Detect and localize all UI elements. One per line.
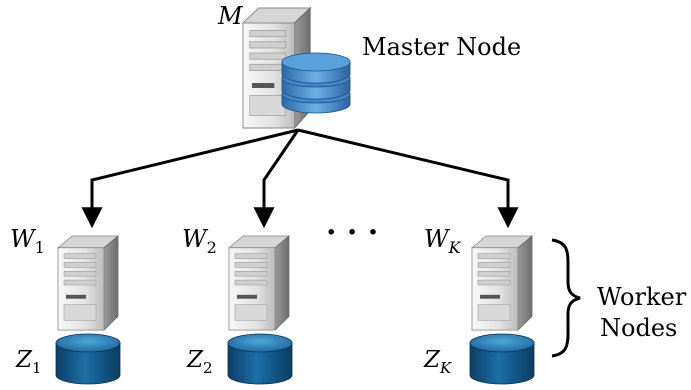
- worker-1-database-icon: [55, 333, 121, 385]
- arrow-to-worker-2: [253, 129, 300, 229]
- master-node-label: Master Node: [362, 33, 521, 61]
- arrow-to-worker-1: [81, 128, 299, 229]
- master-database-icon: [281, 52, 351, 114]
- worker-1-symbol: W: [10, 225, 37, 253]
- arrow-to-worker-k: [297, 128, 519, 229]
- worker-k-database-icon: [469, 333, 535, 385]
- worker-group-label-line2: Nodes: [600, 314, 677, 342]
- worker-k-symbol: W: [424, 225, 451, 253]
- worker-group-label-line1: Worker: [597, 283, 687, 311]
- worker-1-server-icon: [57, 235, 119, 331]
- data-2-label: Z2: [186, 347, 213, 377]
- worker-2-database-icon: [227, 333, 293, 385]
- data-1-label: Z1: [15, 347, 42, 377]
- worker-k-server-icon: [471, 235, 533, 331]
- ellipsis: · · ·: [326, 215, 378, 250]
- worker-k-label: WK: [424, 225, 462, 257]
- worker-node-k: WK ZK: [423, 225, 535, 385]
- worker-1-label: W1: [10, 225, 45, 257]
- master-symbol: M: [217, 2, 244, 30]
- data-k-label: ZK: [423, 347, 452, 377]
- worker-k-subscript: K: [448, 238, 462, 257]
- worker-2-symbol: W: [182, 225, 209, 253]
- data-k-symbol: Z: [423, 347, 441, 373]
- worker-1-subscript: 1: [35, 238, 45, 257]
- worker-2-server-icon: [228, 235, 290, 331]
- data-2-subscript: 2: [203, 359, 213, 377]
- data-2-symbol: Z: [186, 347, 204, 373]
- worker-node-1: W1 Z1: [10, 225, 121, 385]
- data-k-subscript: K: [439, 359, 452, 377]
- worker-node-2: W2 Z2: [182, 225, 293, 385]
- connections: [81, 128, 519, 229]
- data-1-subscript: 1: [32, 359, 42, 377]
- master-node: M Master Node: [217, 2, 521, 129]
- worker-2-subscript: 2: [207, 238, 217, 257]
- worker-group-brace: [551, 238, 581, 358]
- worker-2-label: W2: [182, 225, 217, 257]
- data-1-symbol: Z: [15, 347, 33, 373]
